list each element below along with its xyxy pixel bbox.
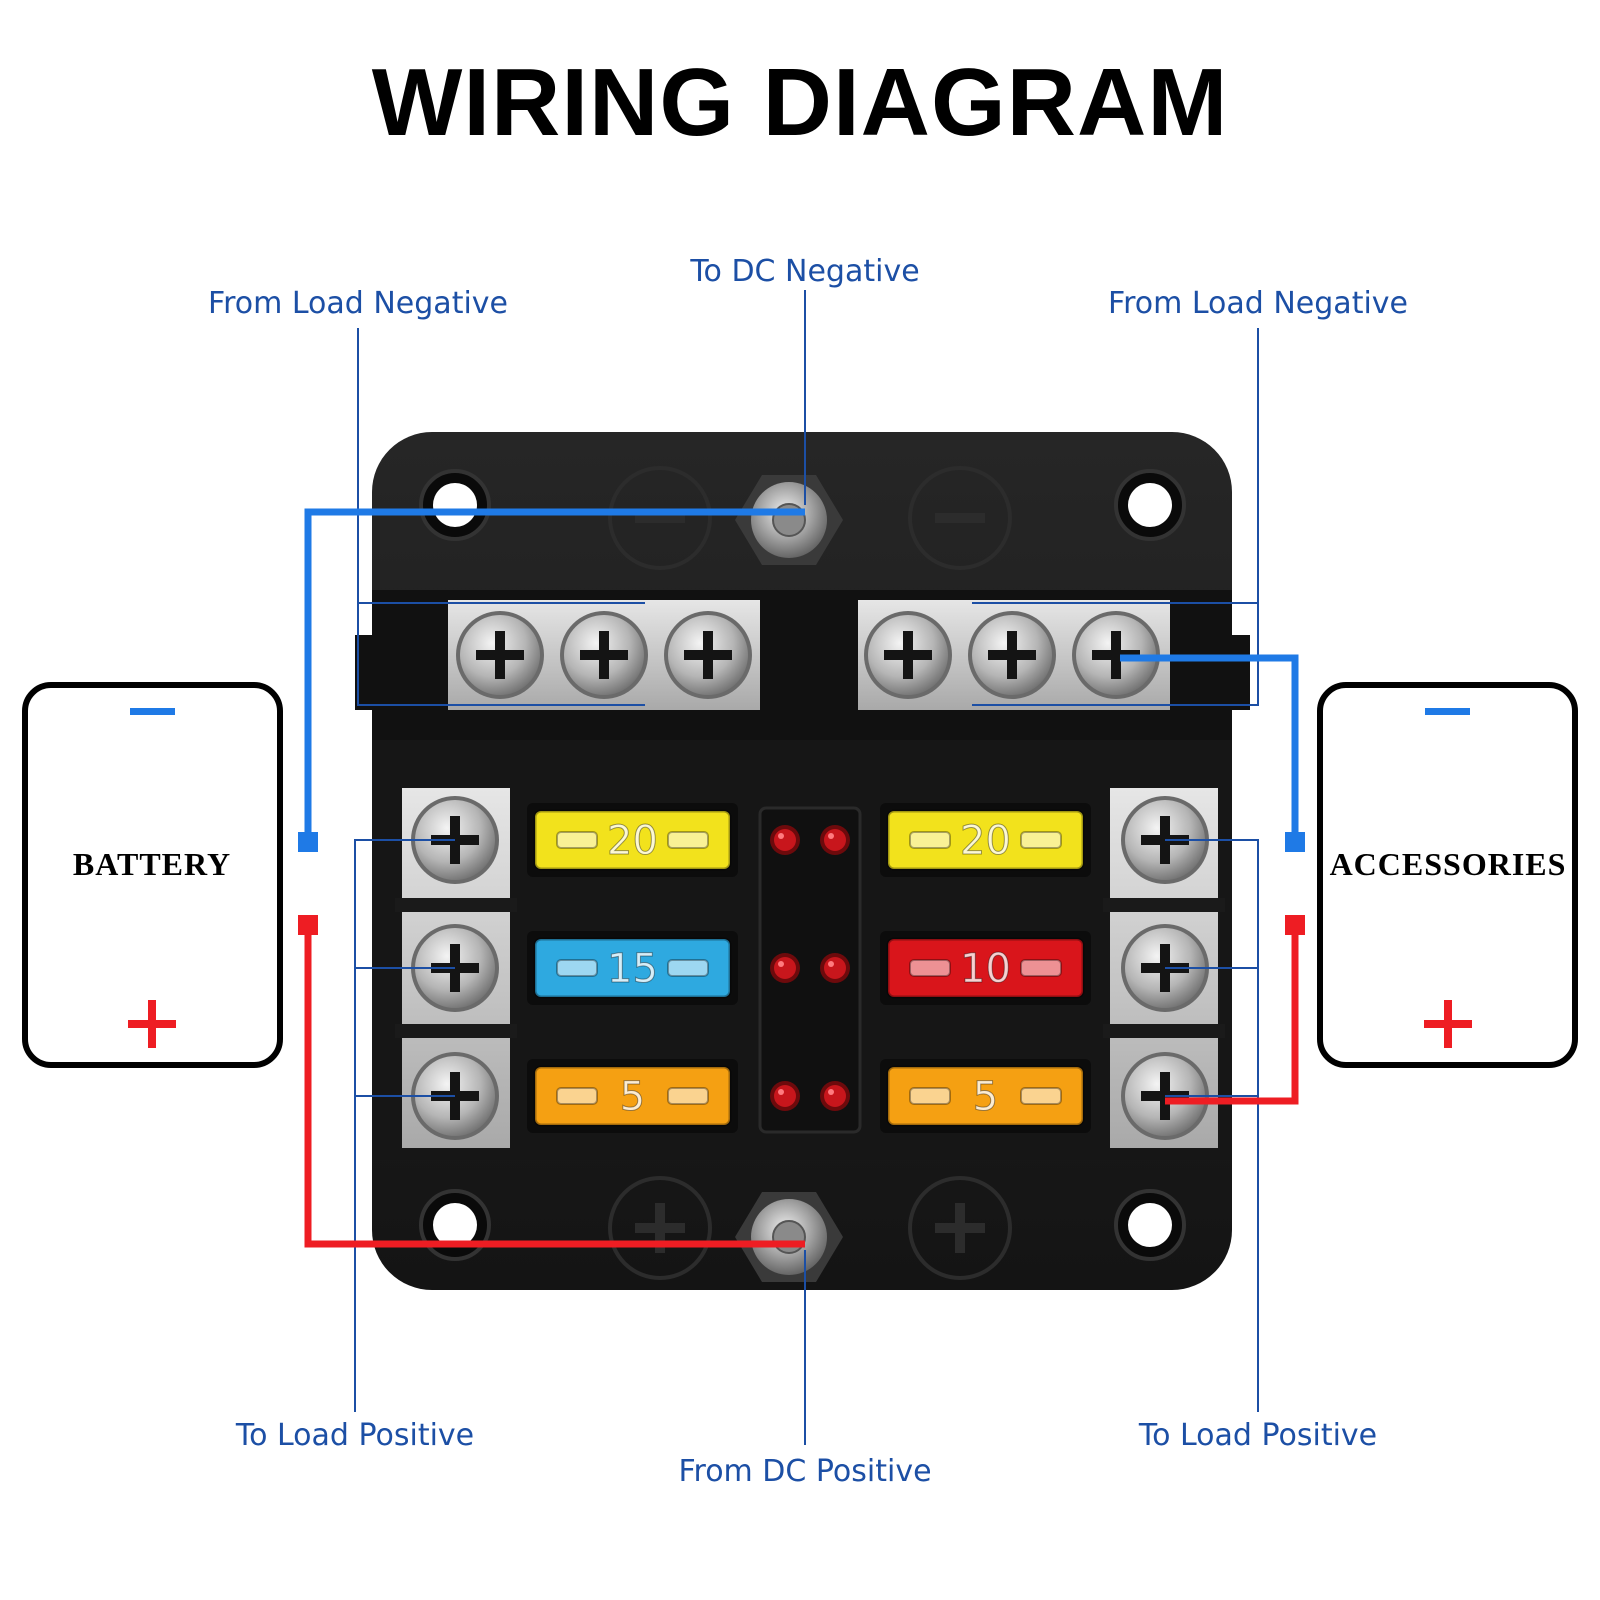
- label-to-load-positive-right: To Load Positive: [1138, 1418, 1378, 1453]
- battery-box: BATTERY: [22, 682, 283, 1068]
- screw-terminal-icon[interactable]: [560, 611, 648, 699]
- fuse-right[interactable]: 10: [880, 931, 1091, 1005]
- mounting-hole-icon: [419, 469, 491, 541]
- page-title: WIRING DIAGRAM: [371, 49, 1229, 156]
- embossed-plus-icon: [908, 1176, 1012, 1280]
- fuse-left[interactable]: 20: [527, 803, 738, 877]
- indicator-led-icon: [770, 1081, 800, 1111]
- screw-terminal-icon[interactable]: [664, 611, 752, 699]
- accessories-negative-terminal: [1285, 832, 1305, 852]
- screw-terminal-icon[interactable]: [456, 611, 544, 699]
- screw-terminal-icon[interactable]: [1072, 611, 1160, 699]
- battery-positive-terminal: [298, 915, 318, 935]
- fuse-rating-label: 20: [607, 818, 658, 864]
- fuse-right[interactable]: 20: [880, 803, 1091, 877]
- fuse-right[interactable]: 5: [880, 1059, 1091, 1133]
- label-from-load-negative-right: From Load Negative: [1108, 286, 1408, 321]
- embossed-minus-icon: [608, 466, 712, 570]
- mounting-hole-icon: [419, 1189, 491, 1261]
- label-from-load-negative-left: From Load Negative: [208, 286, 508, 321]
- accessories-label: ACCESSORIES: [1330, 846, 1567, 882]
- indicator-led-icon: [820, 825, 850, 855]
- led-column: [758, 806, 862, 1134]
- screw-terminal-icon[interactable]: [968, 611, 1056, 699]
- accessories-positive-terminal: [1285, 915, 1305, 935]
- battery-positive-icon: [128, 1000, 176, 1048]
- label-to-dc-negative: To DC Negative: [690, 254, 920, 289]
- positive-wires: [304, 925, 1299, 1248]
- leader-lines: [354, 290, 1259, 1445]
- accessories-positive-icon: [1424, 1000, 1472, 1048]
- mounting-hole-icon: [1114, 1189, 1186, 1261]
- fuse-rating-label: 5: [973, 1074, 998, 1120]
- negative-stud-icon: [735, 475, 843, 565]
- battery-label: BATTERY: [73, 846, 231, 882]
- fuse-left[interactable]: 15: [527, 931, 738, 1005]
- label-to-load-positive-left: To Load Positive: [235, 1418, 475, 1453]
- fuse-rating-label: 10: [960, 946, 1011, 992]
- indicator-led-icon: [770, 825, 800, 855]
- fuse-rating-label: 15: [607, 946, 658, 992]
- indicator-led-icon: [770, 953, 800, 983]
- fuse-rating-label: 20: [960, 818, 1011, 864]
- indicator-led-icon: [820, 953, 850, 983]
- indicator-led-icon: [820, 1081, 850, 1111]
- mounting-hole-icon: [1114, 469, 1186, 541]
- screw-terminal-icon[interactable]: [864, 611, 952, 699]
- accessories-box: ACCESSORIES: [1317, 682, 1578, 1068]
- label-from-dc-positive: From DC Positive: [678, 1454, 932, 1489]
- embossed-minus-icon: [908, 466, 1012, 570]
- battery-negative-terminal: [298, 832, 318, 852]
- fuse-left[interactable]: 5: [527, 1059, 738, 1133]
- negative-wires: [304, 508, 1299, 840]
- fuse-rating-label: 5: [620, 1074, 645, 1120]
